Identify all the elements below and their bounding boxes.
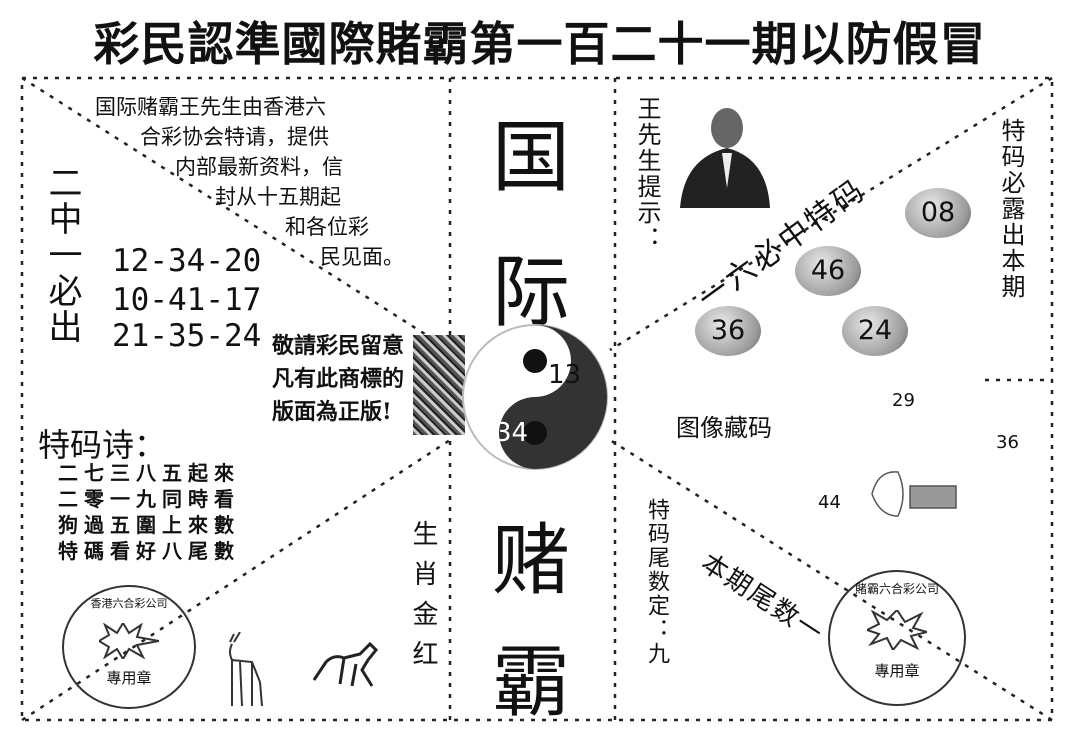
portrait-photo xyxy=(672,98,772,208)
intro-line: 内部最新资料，信 xyxy=(175,155,343,179)
number-row: 10-41-17 xyxy=(112,282,262,318)
stamp-text: 專用章 xyxy=(106,669,152,687)
poem-line: 二七三八五起來 xyxy=(58,461,240,485)
number-ball: 36 xyxy=(695,306,761,356)
yinyang-number: 13 xyxy=(548,360,582,390)
stamp-text: 專用章 xyxy=(874,662,920,680)
zodiac-label: 生肖金红 xyxy=(408,520,438,680)
center-char: 霸 xyxy=(492,638,571,728)
poem: 二七三八五起來 二零一九同時看 狗過五圍上來數 特碼看好八尾數 xyxy=(58,460,240,564)
face-sketch-icon xyxy=(871,471,957,517)
intro-line: 民见面。 xyxy=(320,245,404,269)
poem-line: 特碼看好八尾數 xyxy=(58,539,240,563)
stamp-left: 香港六合彩公司 專用章 xyxy=(62,585,196,709)
center-char: 国 xyxy=(492,113,571,203)
number-row: 21-35-24 xyxy=(112,318,262,354)
page-title: 彩民認準國際賭霸第一百二十一期以防假冒 xyxy=(93,17,987,71)
intro-line: 国际赌霸王先生由香港六 xyxy=(95,95,326,119)
notice-line: 敬請彩民留意 xyxy=(272,333,405,359)
number-row: 12-34-20 xyxy=(112,243,262,279)
scatter-number: 44 xyxy=(818,492,841,513)
tail-label: 特码尾数定：九 xyxy=(644,498,669,666)
scatter-number: 29 xyxy=(892,390,915,411)
poem-title: 特码诗： xyxy=(38,426,167,464)
center-char: 赌 xyxy=(492,516,571,606)
stamp-ring-text: 賭霸六合彩公司 xyxy=(854,582,940,596)
deer-icon xyxy=(229,632,263,707)
number-ball: 24 xyxy=(842,306,908,356)
scatter-number: 36 xyxy=(996,432,1019,453)
number-ball: 08 xyxy=(905,188,971,238)
poem-line: 二零一九同時看 xyxy=(58,487,240,511)
horse-icon xyxy=(312,641,379,687)
stamp-right: 賭霸六合彩公司 專用章 xyxy=(828,570,966,706)
tip-label: 王先生提示： xyxy=(633,96,661,252)
intro-line: 和各位彩 xyxy=(285,215,369,239)
intro-text: 国际赌霸王先生由香港六 合彩协会特请，提供 内部最新资料，信 封从十五期起 和各… xyxy=(95,92,425,272)
star-burst-icon xyxy=(867,610,927,650)
image-code-label: 图像藏码 xyxy=(676,414,772,442)
right-vertical-text: 特码必露出本期 xyxy=(997,118,1025,300)
intro-line: 封从十五期起 xyxy=(215,185,341,209)
notice-line: 凡有此商標的 xyxy=(272,366,405,392)
star-burst-icon xyxy=(99,623,159,659)
number-ball: 46 xyxy=(795,246,861,296)
intro-line: 合彩协会特请，提供 xyxy=(140,125,329,149)
poem-line: 狗過五圍上來數 xyxy=(58,513,240,537)
notice-text: 敬請彩民留意 凡有此商標的 版面為正版! xyxy=(272,330,404,429)
stamp-ring-text: 香港六合彩公司 xyxy=(90,597,168,610)
trademark-logo xyxy=(413,335,465,435)
side-label: 二中一必出 xyxy=(42,165,82,345)
yin-yang-icon xyxy=(462,324,608,470)
notice-line: 版面為正版! xyxy=(272,399,392,425)
yinyang-number: 34 xyxy=(495,418,529,448)
center-char: 际 xyxy=(492,248,571,338)
